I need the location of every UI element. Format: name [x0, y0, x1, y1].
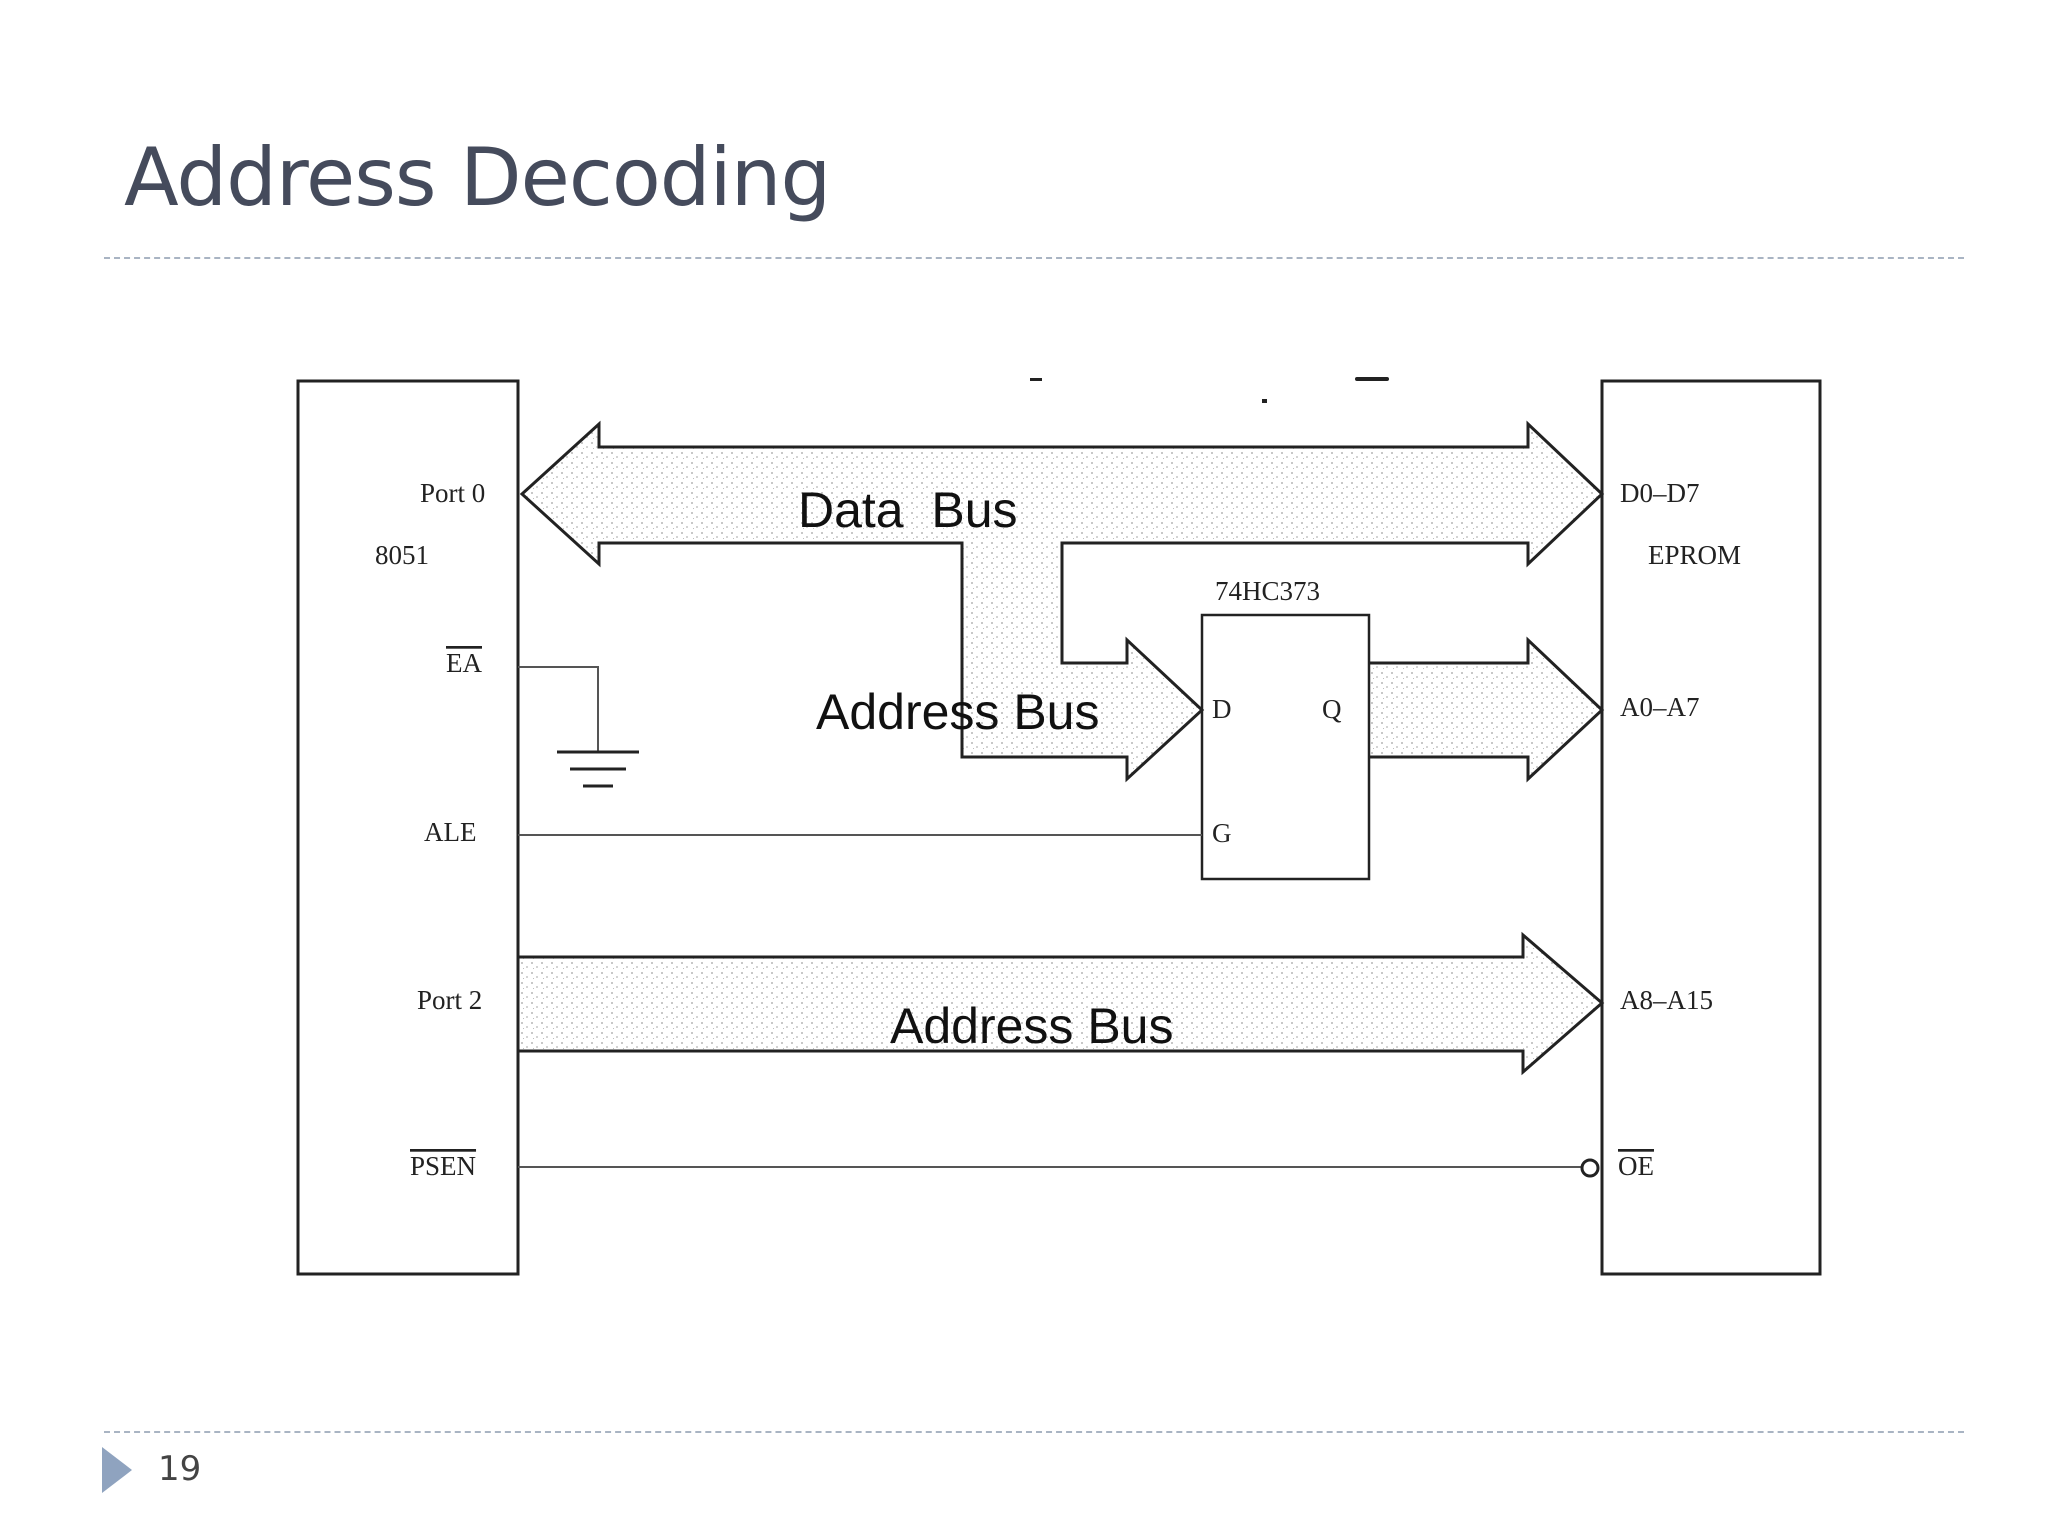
- mcu-name-label: 8051: [375, 540, 429, 570]
- latch-output-arrow: [1369, 636, 1605, 783]
- latch-pin-q: Q: [1322, 694, 1342, 724]
- pin-label-port2: Port 2: [417, 985, 482, 1015]
- footer-divider: [104, 1431, 1964, 1433]
- pin-label-psen: PSEN: [410, 1151, 476, 1181]
- eprom-pin-addr-low: A0–A7: [1620, 692, 1700, 722]
- pin-label-ea: EA: [446, 648, 482, 678]
- data-bus-arrow: [519, 420, 1605, 783]
- title-divider: [104, 257, 1964, 259]
- slide-marker-icon: [102, 1447, 132, 1493]
- scan-marks: [1030, 377, 1389, 403]
- latch-name-label: 74HC373: [1215, 576, 1320, 606]
- ea-wire: [518, 666, 599, 752]
- address-bus-high-label: Address Bus: [890, 998, 1173, 1054]
- eprom-pin-oe: OE: [1618, 1151, 1654, 1181]
- address-bus-high-arrow: [518, 931, 1605, 1076]
- latch-pin-d: D: [1212, 694, 1232, 724]
- data-bus-label: Data Bus: [798, 482, 1018, 538]
- eprom-block: [1600, 379, 1822, 1276]
- mcu-8051-block: [296, 379, 520, 1276]
- page-number: 19: [158, 1449, 202, 1489]
- eprom-name-label: EPROM: [1648, 540, 1741, 570]
- oe-inversion-bubble: [1580, 1158, 1600, 1178]
- slide-title: Address Decoding: [124, 131, 831, 224]
- pin-label-ale: ALE: [424, 817, 476, 847]
- pin-label-port0: Port 0: [420, 478, 485, 508]
- address-bus-low-label: Address Bus: [816, 684, 1099, 740]
- latch-pin-g: G: [1212, 818, 1232, 848]
- eprom-pin-addr-high: A8–A15: [1620, 985, 1713, 1015]
- eprom-pin-data: D0–D7: [1620, 478, 1700, 508]
- ground-symbol: [557, 750, 639, 788]
